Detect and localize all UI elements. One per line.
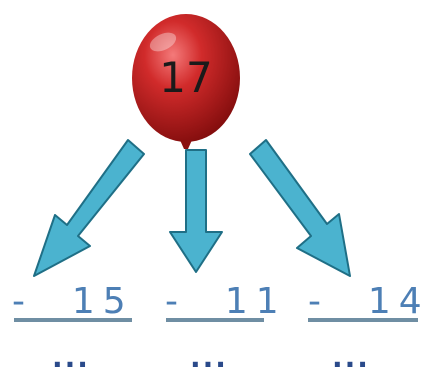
- operation-2-answer: ...: [190, 341, 228, 374]
- operation-1-answer: ...: [52, 341, 90, 374]
- operation-1-rule: [14, 318, 132, 322]
- arrow-left: [33, 139, 145, 277]
- operation-3-rule: [308, 318, 418, 322]
- operation-1-operator: -: [12, 281, 33, 322]
- arrow-right: [249, 139, 351, 277]
- operation-2-operator: -: [165, 281, 186, 322]
- balloon-number: 17: [159, 53, 212, 102]
- operation-2-text: - 11: [165, 284, 287, 320]
- operation-2-operand: 11: [224, 281, 287, 322]
- balloon: 17: [132, 14, 240, 149]
- operation-3-answer: ...: [332, 341, 370, 374]
- operation-1-operand: 15: [71, 281, 134, 322]
- arrow-middle: [169, 149, 223, 273]
- operation-3-operator: -: [308, 281, 329, 322]
- operation-3-operand: 14: [367, 281, 426, 322]
- operation-1-text: - 15: [12, 284, 134, 320]
- operation-2-rule: [166, 318, 264, 322]
- operation-3-text: - 14: [308, 284, 426, 320]
